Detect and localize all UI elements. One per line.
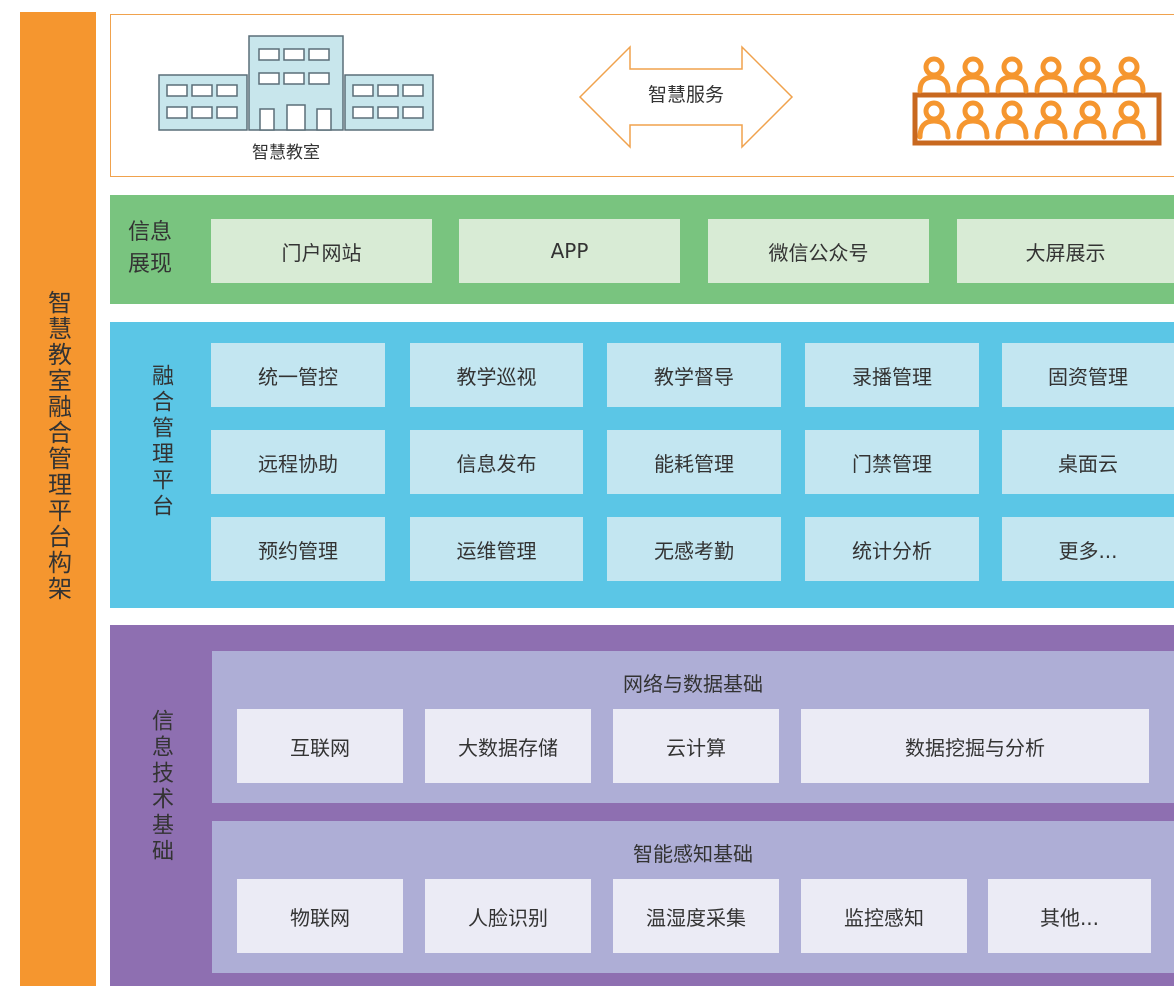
platform-item: 统计分析 [805, 517, 979, 581]
info-item: 大屏展示 [957, 219, 1174, 283]
smart-sensing-title: 智能感知基础 [633, 842, 753, 866]
platform-item: 桌面云 [1002, 430, 1174, 494]
platform-item: 运维管理 [410, 517, 583, 581]
info-item: APP [459, 219, 680, 283]
info-display-label-line1: 信息 [128, 220, 173, 245]
classroom-label: 智慧教室 [252, 143, 320, 163]
audience-people-icon [912, 56, 1162, 146]
info-item: 门户网站 [211, 219, 432, 283]
network-item: 大数据存储 [425, 709, 591, 783]
platform-item: 更多... [1002, 517, 1174, 581]
network-item: 数据挖掘与分析 [801, 709, 1149, 783]
platform-item: 门禁管理 [805, 430, 979, 494]
smart-service-label: 智慧服务 [647, 84, 724, 106]
sensing-item: 监控感知 [801, 879, 967, 953]
platform-label: 融合管理平台 [148, 364, 173, 520]
platform-item: 无感考勤 [607, 517, 781, 581]
double-arrow-icon [578, 45, 794, 149]
platform-item: 统一管控 [211, 343, 385, 407]
sensing-item: 其他... [988, 879, 1151, 953]
platform-item: 信息发布 [410, 430, 583, 494]
info-display-label-line2: 展现 [128, 252, 173, 277]
classroom-building-icon [158, 35, 434, 131]
info-display-label: 信息 展现 [128, 217, 172, 281]
network-data-title: 网络与数据基础 [623, 672, 763, 696]
platform-item: 教学督导 [607, 343, 781, 407]
platform-item: 远程协助 [211, 430, 385, 494]
side-title-bar: 智慧教室融合管理平台构架 [20, 12, 96, 986]
sensing-item: 温湿度采集 [613, 879, 779, 953]
network-item: 云计算 [613, 709, 779, 783]
platform-item: 能耗管理 [607, 430, 781, 494]
platform-item: 教学巡视 [410, 343, 583, 407]
info-item: 微信公众号 [708, 219, 929, 283]
sensing-item: 物联网 [237, 879, 403, 953]
platform-item: 预约管理 [211, 517, 385, 581]
tech-label: 信息技术基础 [148, 709, 173, 865]
platform-item: 录播管理 [805, 343, 979, 407]
side-title: 智慧教室融合管理平台构架 [43, 290, 72, 602]
network-item: 互联网 [237, 709, 403, 783]
sensing-item: 人脸识别 [425, 879, 591, 953]
platform-item: 固资管理 [1002, 343, 1174, 407]
